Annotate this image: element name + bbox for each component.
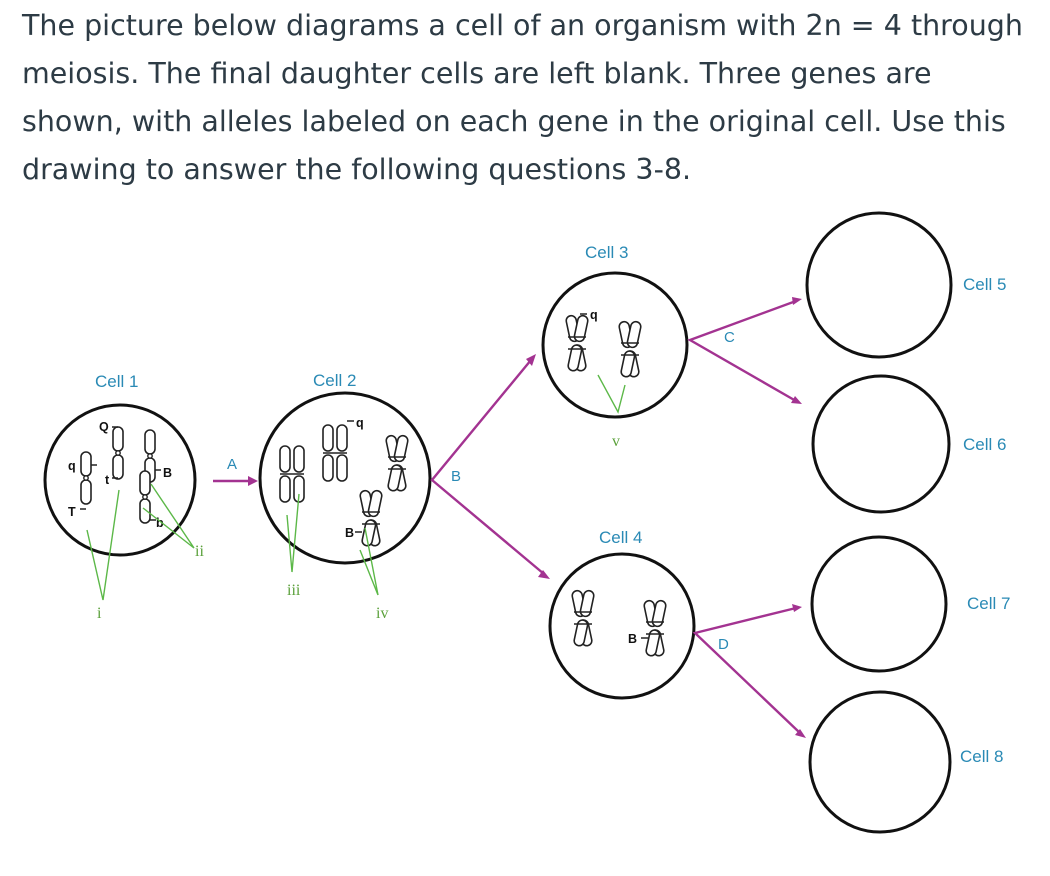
allele-label: q (356, 416, 364, 430)
chromosome (643, 600, 666, 657)
chromosome (140, 471, 150, 523)
chromosome (565, 315, 588, 372)
chromosome (113, 427, 123, 479)
cell-5-label: Cell 5 (963, 275, 1006, 294)
chromosome (618, 321, 641, 378)
step-b-label: B (451, 468, 461, 485)
allele-label: B (345, 526, 354, 540)
pointer-i (87, 490, 119, 600)
pointer-v (598, 375, 625, 412)
allele-label: T (68, 505, 76, 519)
pointer-i-label: i (97, 605, 102, 622)
pointer-iv-label: iv (376, 605, 388, 622)
cell-5 (807, 213, 951, 357)
cell-3-label: Cell 3 (585, 243, 628, 262)
allele-label: q (590, 308, 598, 322)
pointer-v-label: v (612, 433, 620, 450)
allele-label: q (68, 459, 76, 473)
allele-label: t (105, 473, 110, 487)
cell-6-label: Cell 6 (963, 435, 1006, 454)
chromosome (571, 590, 594, 647)
allele-label: Q (99, 420, 109, 434)
allele-label: B (163, 466, 172, 480)
cell-8 (810, 692, 950, 832)
cell-4-label: Cell 4 (599, 528, 642, 547)
step-c-label: C (724, 329, 735, 346)
step-a-label: A (227, 456, 237, 473)
step-d-label: D (718, 636, 729, 653)
chromosome (81, 452, 91, 504)
pointer-iii-label: iii (287, 582, 301, 599)
chromosome (359, 490, 382, 547)
pointer-iii (287, 494, 299, 572)
chromosome (385, 435, 408, 492)
cell-7 (812, 537, 946, 671)
arrow-b (432, 360, 544, 574)
pointer-ii-label: ii (195, 543, 204, 560)
cell-4 (550, 554, 694, 698)
cell-2-label: Cell 2 (313, 371, 356, 390)
cell-1-label: Cell 1 (95, 372, 138, 391)
cell-6 (813, 376, 949, 512)
cell-7-label: Cell 7 (967, 594, 1010, 613)
cell-8-label: Cell 8 (960, 747, 1003, 766)
arrow-d (695, 608, 800, 733)
arrow-c (690, 301, 796, 401)
cell-3 (543, 273, 687, 417)
chromosome (280, 446, 304, 502)
allele-label: B (628, 632, 637, 646)
chromosome (323, 425, 347, 481)
